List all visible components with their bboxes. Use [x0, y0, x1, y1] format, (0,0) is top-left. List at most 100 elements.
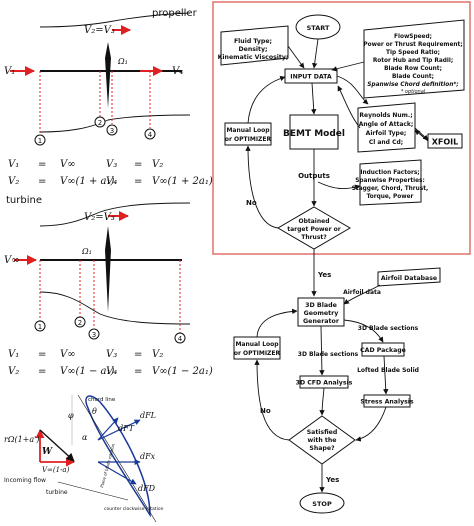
- svg-text:V₁: V₁: [8, 349, 19, 360]
- svg-text:V∞: V∞: [60, 159, 76, 170]
- dfx-label: dFx: [140, 452, 156, 461]
- propeller-blade: [105, 42, 111, 108]
- airfoil-data-label: Airfoil data: [343, 289, 381, 296]
- fluid-box: [220, 25, 289, 66]
- ccw-label: counter clockwise rotation: [104, 506, 164, 512]
- incoming-flow-label: Incoming flow: [4, 477, 46, 484]
- fluid-line-2: Density;: [238, 46, 267, 53]
- station-2-marker: [94, 116, 106, 128]
- stop-terminal: [299, 492, 345, 514]
- station-3-label: 3: [110, 127, 114, 135]
- geom-1: 3D Blade: [305, 302, 337, 309]
- station-3-marker: [106, 124, 118, 136]
- bottom-connectors: [254, 284, 389, 493]
- svg-text:V∞(1 − 2a₁): V∞(1 − 2a₁): [152, 366, 213, 377]
- dfl-label: dFL: [140, 411, 156, 420]
- t-station-1-marker: [34, 320, 46, 332]
- start-label: START: [307, 24, 330, 32]
- station-2-label: 2: [98, 119, 102, 127]
- turbine-equations: V₁ = V∞ V₃ = V₂ V₂ = V∞(1 − a₁) V₄ = V∞(…: [8, 349, 213, 377]
- yes-label-bottom: Yes: [325, 476, 339, 484]
- req-7: Spanwise Chord definition*;: [367, 82, 458, 88]
- airfoil-db-label: Airfoil Database: [381, 275, 437, 282]
- vinf-label-t: V∞: [4, 255, 20, 266]
- streamtube-top: [39, 12, 191, 28]
- svg-text:V₄: V₄: [106, 366, 117, 377]
- manual-top-2: or OPTIMIZER: [225, 136, 272, 143]
- req-2: Power or Thrust Requirement;: [363, 42, 462, 48]
- dec-bot-3: Shape?: [309, 445, 335, 452]
- bottom-flowchart: Airfoil Database Airfoil data 3D Blade G…: [233, 267, 441, 514]
- alpha-label: α: [82, 433, 88, 442]
- svg-text:V₃: V₃: [106, 159, 117, 170]
- req-6: Blade Count;: [392, 74, 434, 80]
- v4-label: V₄: [172, 66, 183, 77]
- stress-label: Stress Analysis: [360, 399, 414, 406]
- plane-label: Plane of blade rotation: [99, 443, 116, 489]
- fluid-line-1: Fluid Type;: [234, 38, 272, 45]
- svg-text:V∞(1 − a₁): V∞(1 − a₁): [60, 366, 115, 377]
- svg-text:V₂: V₂: [8, 176, 19, 187]
- streamtube-bottom: [39, 114, 191, 133]
- rey-2: Angle of Attack;: [359, 121, 414, 128]
- w-label: W: [42, 447, 53, 457]
- dec-top-3: Thrust?: [301, 234, 327, 241]
- svg-text:=: =: [38, 366, 46, 377]
- dfl-vector: [97, 419, 141, 441]
- no-label-bottom: No: [260, 407, 271, 415]
- propeller-diagram: propeller Ω₁ V₁ V₄ V₂=V₃ 1 2 3 4 V₁ = V∞…: [4, 8, 213, 187]
- lofted-label: Lofted Blade Solid: [357, 367, 419, 374]
- svg-text:V∞: V∞: [60, 349, 76, 360]
- turbine-label-vt: turbine: [46, 489, 68, 496]
- t-station-2-marker: [74, 316, 86, 328]
- streamtube-top-t: [39, 202, 191, 227]
- svg-text:=: =: [38, 349, 46, 360]
- streamtube-bottom-t: [39, 291, 191, 325]
- velocity-triangle: chord line φ θ α dFT dFL dFx dFD rΩ(1+a'…: [4, 394, 164, 523]
- dfd-label: dFD: [138, 484, 156, 493]
- svg-text:V₃: V₃: [106, 349, 117, 360]
- cad-label: CAD Package: [360, 347, 406, 354]
- theta-label: θ: [92, 407, 97, 416]
- station-4-marker: [144, 128, 156, 140]
- rey-3: Airfoil Type;: [366, 130, 407, 137]
- xfoil-label: XFOIL: [432, 138, 459, 147]
- top-connectors: [245, 38, 429, 297]
- bemt-box: [289, 114, 339, 150]
- dec-bot-2: with the: [308, 437, 337, 444]
- induction-box: [359, 159, 422, 206]
- top-flowchart: START Fluid Type; Density; Kinematic Vis…: [218, 14, 465, 297]
- vinf-label: V∞(1-a): [42, 466, 70, 474]
- svg-text:V₁: V₁: [8, 159, 19, 170]
- yes-label-top: Yes: [317, 271, 331, 279]
- ind-2: Spanwise Properties:: [355, 178, 425, 184]
- station-4-label: 4: [148, 131, 153, 139]
- airfoil-db-box: [377, 267, 441, 287]
- svg-text:V₂: V₂: [152, 349, 163, 360]
- flow-req-box: [363, 19, 465, 99]
- plane-line: [57, 481, 129, 501]
- svg-text:=: =: [134, 159, 142, 170]
- cad-box: [361, 342, 405, 357]
- svg-text:=: =: [38, 159, 46, 170]
- svg-text:V₂: V₂: [152, 159, 163, 170]
- turbine-blade: [105, 226, 111, 312]
- svg-text:=: =: [134, 176, 142, 187]
- t-station-3-label: 3: [92, 331, 96, 339]
- manual-top-1: Manual Loop: [226, 127, 270, 134]
- rey-1: Reynolds Num.;: [359, 112, 412, 119]
- v1-label: V₁: [4, 66, 15, 77]
- svg-text:=: =: [134, 349, 142, 360]
- ind-1: Induction Factors;: [360, 170, 419, 176]
- req-5: Blade Row Count;: [384, 66, 442, 72]
- bemt-region-border: [212, 1, 471, 255]
- dec-top-1: Obtained: [298, 218, 329, 225]
- svg-text:V∞(1 + 2a₁): V∞(1 + 2a₁): [152, 176, 213, 187]
- t-station-4-label: 4: [178, 335, 183, 343]
- dft-label: dFT: [118, 424, 135, 433]
- ind-4: Torque, Power: [367, 194, 414, 200]
- v23-label: V₂=V₃: [84, 25, 115, 36]
- input-data-label: INPUT DATA: [290, 74, 332, 81]
- phi-label: φ: [68, 411, 74, 420]
- cfd-label: 3D CFD Analysis: [296, 380, 353, 387]
